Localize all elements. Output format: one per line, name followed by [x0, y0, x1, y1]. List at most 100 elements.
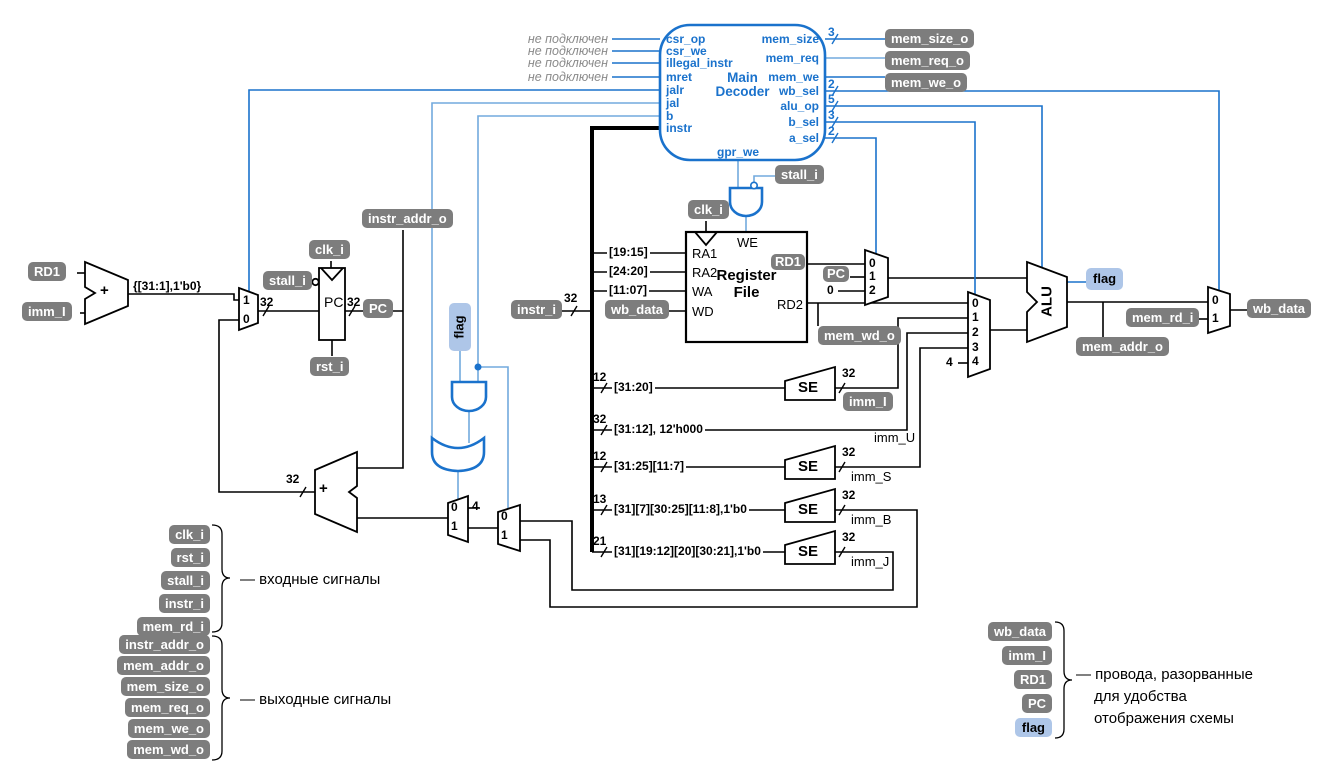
not-connected-illegal-instr: не подключен [527, 56, 608, 70]
jump-or-gate-icon [430, 435, 486, 473]
legend-mem-size-o: mem_size_o [120, 677, 210, 696]
wb-mux-in1: 1 [1212, 311, 1219, 325]
sign-extend-imm-i [784, 365, 836, 401]
pc-clk-label: clk_i [309, 240, 350, 259]
inputs-caption: — входные сигналы [240, 571, 381, 588]
pc-register-label: PC [324, 294, 344, 310]
decoder-port-mret: mret [666, 70, 693, 84]
flag-broken-wire-label: flag [449, 303, 471, 351]
pc-src-mux-in1: 1 [243, 293, 250, 307]
legend-instr-addr-o: instr_addr_o [119, 635, 210, 654]
sign-extend-imm-b [784, 487, 836, 523]
adder-pc-plus [314, 450, 358, 534]
imm-b-field: [31][7][30:25][11:8],1'b0 [612, 502, 749, 516]
decoder-port-mem-req: mem_req [765, 51, 819, 65]
legend-imm-i: imm_I [1002, 646, 1052, 665]
bus-width-ticks [262, 305, 846, 558]
pc-offset-mux [447, 494, 469, 544]
se-imm-s-label: SE [798, 458, 819, 475]
imm-mux-in0: 0 [501, 509, 508, 523]
branch-and-gate-icon [450, 380, 488, 413]
wb-sel-width: 2 [828, 77, 835, 91]
wb-sel-mux [1207, 285, 1231, 335]
b-sel-width: 3 [828, 108, 835, 122]
decoder-port-illegal-instr: illegal_instr [666, 56, 733, 70]
rf-clock-triangle-icon [694, 231, 718, 247]
legend-mem-req-o: mem_req_o [125, 698, 210, 717]
mem-we-o-label: mem_we_o [885, 73, 968, 92]
b-sel-in2: 2 [972, 325, 979, 339]
rf-clk-label: clk_i [688, 200, 729, 219]
decoder-title-1: Main [727, 70, 758, 85]
rf-port-rd2: RD2 [776, 297, 803, 312]
broken-caption-3: отображения схемы [1094, 710, 1234, 727]
imm-i-out-width: 32 [842, 366, 856, 380]
decoder-port-b-sel: b_sel [788, 115, 819, 129]
se-imm-b-label: SE [798, 501, 819, 518]
b-sel-mux [967, 290, 991, 379]
b-sel-in0: 0 [972, 296, 979, 310]
legend-flag: flag [1014, 718, 1052, 737]
broken-wires-legend: wb_data imm_I RD1 PC flag [920, 622, 1052, 737]
pc-next-width: 32 [260, 295, 274, 309]
field-ra1: [19:15] [607, 245, 650, 259]
decoder-port-csr-we: csr_we [666, 44, 707, 58]
legend-mem-we-o: mem_we_o [127, 719, 210, 738]
mem-addr-o-label: mem_addr_o [1076, 337, 1169, 356]
a-sel-width: 2 [828, 124, 835, 138]
imm-b-name-label: imm_B [851, 512, 892, 527]
alu-label: ALU [1038, 286, 1056, 317]
mem-rd-i-label: mem_rd_i [1126, 308, 1200, 327]
jalr-concat-label: {[31:1],1'b0} [133, 279, 202, 293]
broken-wires-brace [1054, 621, 1073, 739]
pc-out-width: 32 [347, 295, 361, 309]
a-sel-in1: 1 [869, 269, 876, 283]
rf-stall-label: stall_i [775, 165, 824, 184]
field-wa: [11:07] [607, 283, 650, 297]
decoder-port-a-sel: a_sel [788, 131, 819, 145]
imm-j-width: 21 [593, 534, 607, 548]
imm-i-name-label: imm_I [843, 392, 893, 411]
flag-vertical-text: flag [452, 315, 467, 339]
alu-block [1026, 260, 1068, 344]
a-sel-in2: 2 [869, 283, 876, 297]
outputs-caption: — выходные сигналы [240, 691, 392, 708]
decoder-title-2: Decoder [715, 84, 770, 99]
rf-port-wd: WD [692, 304, 714, 319]
mem-wd-o-label: mem_wd_o [818, 326, 901, 345]
alu-op-width: 5 [828, 92, 835, 106]
adder1-plus: + [100, 282, 109, 299]
instr-addr-o-label: instr_addr_o [362, 209, 453, 228]
imm-i-width: 12 [593, 370, 607, 384]
b-sel-in4: 4 [972, 354, 979, 368]
pc-stall-invert-bubble [311, 277, 320, 287]
decoder-port-gpr-we: gpr_we [717, 145, 760, 159]
branch-adder-width: 32 [286, 472, 300, 486]
register-file [684, 230, 809, 344]
rf-port-ra2: RA2 [692, 265, 718, 280]
pc-stall-label: stall_i [263, 271, 312, 290]
wire-junction-dot [474, 363, 482, 371]
a-sel-mux [864, 248, 889, 307]
not-connected-csr-we: не подключен [527, 44, 608, 58]
rf-title-1: Register [716, 267, 777, 284]
field-ra2: [24:20] [607, 264, 650, 278]
legend-mem-addr-o: mem_addr_o [117, 656, 210, 675]
decoder-port-mem-we: mem_we [768, 70, 819, 84]
pc-src-mux-in0: 0 [243, 312, 250, 326]
inputs-brace [211, 524, 231, 633]
a-sel-pc-label: PC [823, 266, 850, 282]
legend-mem-wd-o: mem_wd_o [127, 740, 210, 759]
wb-mux-in0: 0 [1212, 293, 1219, 307]
a-sel-in0: 0 [869, 256, 876, 270]
adder2-plus: + [319, 480, 328, 497]
mem-size-o-label: mem_size_o [885, 29, 975, 48]
imm-b-out-width: 32 [842, 488, 856, 502]
legend-clk-i: clk_i [169, 525, 210, 544]
decoder-port-jalr: jalr [666, 83, 685, 97]
mem-req-o-label: mem_req_o [885, 51, 970, 70]
sign-extend-imm-s [784, 444, 836, 480]
stall-invert-bubble [749, 181, 758, 190]
imm-s-out-width: 32 [842, 445, 856, 459]
